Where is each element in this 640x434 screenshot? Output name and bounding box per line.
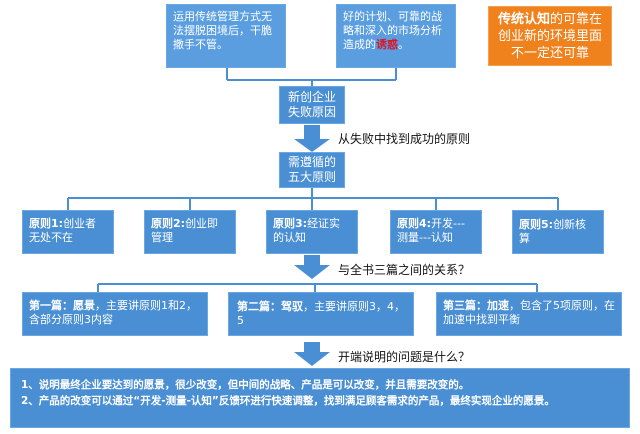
arrow-label-from-failure: 从失败中找到成功的原则: [338, 132, 471, 146]
failure-reasons-box: 新创企业 失败原因: [279, 86, 345, 124]
summary-box: 1、说明最终企业要达到的愿景，很少改变，但中间的战略、产品是可以改变，并且需要改…: [10, 368, 630, 428]
principle-5-box: 原则5:创新核算: [512, 210, 604, 254]
principle-3-box: 原则3:经证实的认知: [266, 210, 358, 254]
part-2-title: 第二篇：: [237, 300, 281, 313]
principle-4-text: 开发---测量---认知: [397, 217, 465, 244]
principle-2-title: 原则2:: [151, 217, 186, 230]
down-arrow-3: [294, 342, 330, 366]
traditional-management-text: 运用传统管理方式无法摆脱困境后，干脆撒手不管。: [173, 10, 272, 51]
down-arrow-1: [294, 125, 330, 152]
principle-3-title: 原则3:: [273, 217, 308, 230]
five-principles-box: 需遵循的 五大原则: [279, 152, 345, 188]
principle-3-text: 经证实的认知: [273, 217, 341, 244]
principle-5-title: 原则5:: [519, 218, 554, 231]
part-1-title: 第一篇：: [29, 299, 73, 312]
callout-rest-text: 的可靠在创业新的环境里面不一定还可靠: [497, 12, 603, 61]
part-2-box: 第二篇：驾驭，主要讲原则3，4，5: [228, 292, 414, 336]
part-3-box: 第三篇：加速，包含了5项原则，在加速中找到平衡: [436, 292, 622, 336]
part-2-text: ，主要讲原则3，4，5: [237, 300, 405, 327]
temptation-emphasis: 诱惑: [376, 38, 398, 51]
part-2-keyword: 驾驭: [281, 300, 303, 313]
traditional-cognition-callout: 传统认知的可靠在创业新的环境里面不一定还可靠: [488, 6, 612, 66]
principle-1-title: 原则1:: [29, 217, 64, 230]
summary-line-2: 2、产品的改变可以通过“开发-测量-认知”反馈环进行快速调整，找到满足顾客需求的…: [21, 395, 555, 407]
part-1-keyword: 愿景: [73, 299, 95, 312]
plan-temptation-suffix: 。: [398, 38, 409, 51]
part-3-keyword: 加速: [487, 299, 509, 312]
principle-2-text: 创业即管理: [151, 217, 219, 244]
principle-5-text: 创新核算: [519, 218, 587, 245]
traditional-management-box: 运用传统管理方式无法摆脱困境后，干脆撒手不管。: [166, 4, 286, 68]
callout-bold-text: 传统认知: [497, 12, 550, 27]
plan-temptation-box: 好的计划、可靠的战略和深入的市场分析造成的诱惑。: [336, 4, 456, 68]
part-3-text: ，包含了5项原则，在加速中找到平衡: [443, 299, 615, 326]
plan-temptation-prefix: 好的计划、可靠的战略和深入的市场分析造成的: [343, 10, 442, 51]
five-principles-text: 需遵循的 五大原则: [287, 155, 336, 184]
arrow-label-three-parts: 与全书三篇之间的关系？: [338, 263, 471, 277]
part-1-text: ，主要讲原则1和2，含部分原则3内容: [29, 299, 197, 326]
down-arrow-2: [294, 255, 330, 279]
arrow-label-opening-question: 开端说明的问题是什么？: [338, 350, 471, 364]
principle-2-box: 原则2:创业即管理: [144, 210, 236, 254]
principle-4-title: 原则4:: [397, 217, 432, 230]
principle-4-box: 原则4:开发---测量---认知: [390, 210, 482, 254]
principle-1-text: 创业者无处不在: [29, 217, 97, 244]
part-3-title: 第三篇：: [443, 299, 487, 312]
summary-line-1: 1、说明最终企业要达到的愿景，很少改变，但中间的战略、产品是可以改变，并且需要改…: [21, 379, 470, 391]
principle-1-box: 原则1:创业者无处不在: [22, 210, 114, 254]
failure-reasons-text: 新创企业 失败原因: [287, 90, 336, 119]
part-1-box: 第一篇：愿景，主要讲原则1和2，含部分原则3内容: [22, 292, 208, 336]
